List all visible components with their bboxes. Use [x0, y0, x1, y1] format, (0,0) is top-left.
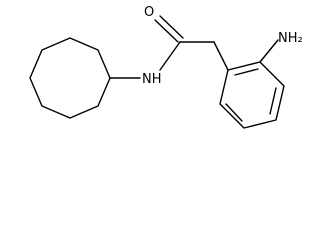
carbonyl-double-bond-a — [154, 19, 179, 43]
oxygen-label: O — [144, 5, 154, 20]
chemical-structure: O NH NH₂ — [29, 5, 303, 129]
amine-nh2-label: NH₂ — [278, 31, 303, 46]
benzene-inner-bond-2 — [269, 87, 277, 115]
bond-benzene-to-nh2 — [259, 39, 279, 63]
bond-nh-to-carbonyl — [159, 41, 181, 71]
benzene-inner-bond-3 — [225, 103, 243, 122]
benzene-inner-bond-1 — [234, 68, 259, 76]
bond-ch2-to-benzene — [213, 41, 229, 71]
amide-nh-label: NH — [142, 72, 162, 87]
cyclooctane-ring — [29, 37, 111, 119]
carbonyl-double-bond-b — [159, 15, 184, 39]
